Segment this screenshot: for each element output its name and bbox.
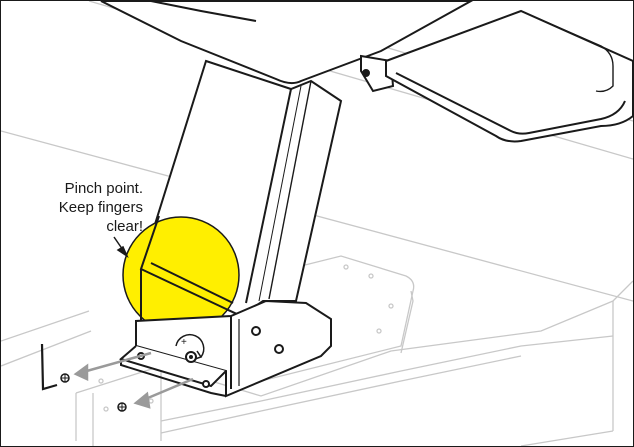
- pointer-arrow-icon: [113, 236, 129, 259]
- pinch-point-warning: Pinch point. Keep fingers clear!: [19, 179, 143, 236]
- allen-key-icon: [40, 343, 58, 391]
- mounting-bracket: [118, 299, 332, 398]
- screw-icon: [60, 373, 127, 412]
- svg-text:+: +: [181, 337, 187, 348]
- warning-line-3: clear!: [106, 218, 143, 235]
- warning-line-1: Pinch point.: [64, 180, 143, 197]
- base-plate: [235, 255, 415, 387]
- top-platform: [100, 1, 633, 143]
- rotation-arrow-icon: +: [175, 333, 205, 360]
- hardware-arrows: [73, 351, 194, 409]
- warning-line-2: Keep fingers: [58, 199, 143, 216]
